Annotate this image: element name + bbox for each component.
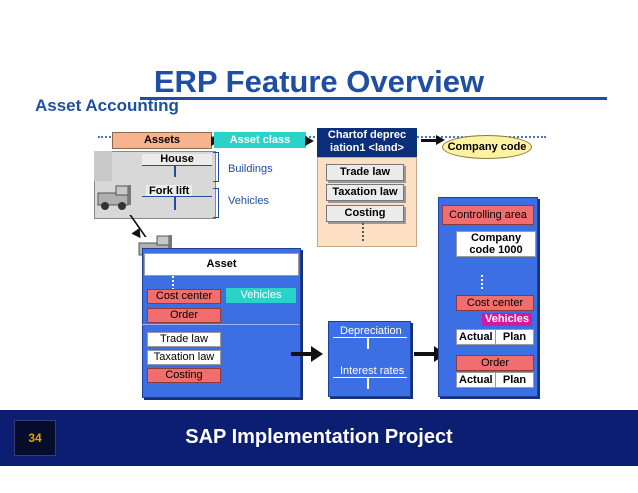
footer-text: SAP Implementation Project xyxy=(185,426,453,448)
taxation-law-row: Taxation law xyxy=(147,350,221,365)
depreciation-link xyxy=(367,337,369,349)
posting-panel xyxy=(328,321,411,397)
interest-rates-rule xyxy=(333,377,407,378)
dotted-line xyxy=(362,223,364,241)
truck-icon xyxy=(97,185,131,210)
asset-header: Asset xyxy=(144,253,299,276)
depreciation-label: Depreciation xyxy=(340,325,402,337)
panel-divider xyxy=(142,324,299,325)
brace xyxy=(213,152,219,182)
taxation-law-box: Taxation law xyxy=(326,184,404,201)
vehicles-highlight: Vehicles xyxy=(482,313,532,326)
vehicles-class-label: Vehicles xyxy=(228,195,269,207)
company-code-ellipse: Company code xyxy=(442,135,532,159)
brace xyxy=(213,188,219,218)
order-box: Order xyxy=(147,308,221,323)
arrow-icon xyxy=(305,136,314,146)
fork-lift-link xyxy=(174,196,176,210)
order-box-2: Order xyxy=(456,355,534,371)
page-number: 34 xyxy=(14,420,56,456)
assets-box: Assets xyxy=(112,132,212,149)
house-link xyxy=(174,165,176,177)
buildings-label: Buildings xyxy=(228,163,273,175)
dotted-line xyxy=(481,275,483,289)
fork-lift-label: Fork lift xyxy=(146,185,193,197)
chart-of-depreciation-box: Chartof deprec iation1 <land> xyxy=(317,128,417,157)
connector-line xyxy=(421,139,439,142)
company-code-1000-box: Company code 1000 xyxy=(456,231,536,257)
actual-cell: Actual xyxy=(456,329,496,345)
plan-cell: Plan xyxy=(495,329,534,345)
title-underline xyxy=(140,97,607,100)
fork-lift-rule xyxy=(142,196,212,197)
arrow-icon xyxy=(436,135,445,145)
dotted-line xyxy=(172,276,174,290)
house-picture xyxy=(94,151,112,181)
trade-law-box: Trade law xyxy=(326,164,404,181)
house-label: House xyxy=(142,154,212,165)
plan-cell-2: Plan xyxy=(495,372,534,388)
cost-center-box: Cost center xyxy=(147,289,221,304)
slide-title: ERP Feature Overview xyxy=(153,64,485,99)
controlling-area-box: Controlling area xyxy=(442,205,534,225)
actual-cell-2: Actual xyxy=(456,372,496,388)
house-rule xyxy=(142,165,212,166)
cost-center-box-2: Cost center xyxy=(456,295,534,311)
interest-rates-label: Interest rates xyxy=(340,365,405,377)
arrow-icon xyxy=(311,346,323,362)
costing-box: Costing xyxy=(326,205,404,222)
slide-subtitle: Asset Accounting xyxy=(35,96,179,115)
connector-line xyxy=(414,352,436,356)
costing-row: Costing xyxy=(147,368,221,383)
interest-rates-link xyxy=(367,377,369,389)
connector-line xyxy=(291,352,313,356)
trade-law-row: Trade law xyxy=(147,332,221,347)
asset-class-box: Asset class xyxy=(214,132,306,148)
footer-bar xyxy=(0,410,638,466)
depreciation-rule xyxy=(333,337,407,338)
vehicles-box: Vehicles xyxy=(226,288,296,303)
